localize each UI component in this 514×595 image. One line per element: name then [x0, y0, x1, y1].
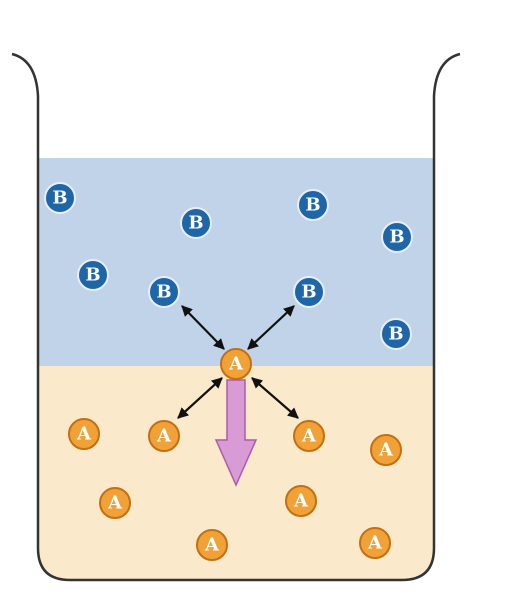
upper-liquid-layer	[38, 158, 434, 366]
particle-b: B	[297, 189, 329, 221]
interaction-arrow-lower-right	[251, 377, 299, 419]
particle-a: A	[68, 418, 100, 450]
particle-a: A	[99, 487, 131, 519]
particle-b-label: B	[52, 188, 67, 209]
particle-a: A	[359, 527, 391, 559]
particle-a-label: A	[378, 440, 394, 461]
particle-b: B	[44, 182, 76, 214]
particle-b: B	[77, 259, 109, 291]
particle-b-label: B	[156, 282, 171, 303]
beaker-outline	[11, 52, 461, 582]
particle-a-label: A	[107, 493, 123, 514]
particle-a-label: A	[156, 426, 172, 447]
particle-b: B	[380, 318, 412, 350]
particle-a-label: A	[204, 535, 220, 556]
particle-b-label: B	[85, 265, 100, 286]
central-particle-a: A	[220, 348, 252, 380]
interaction-arrow-upper-right	[247, 305, 295, 350]
particle-b-label: B	[305, 195, 320, 216]
particle-b-label: B	[188, 213, 203, 234]
particle-a-label: A	[293, 491, 309, 512]
particle-a: A	[293, 420, 325, 452]
particle-b-label: B	[389, 227, 404, 248]
particle-b-label: B	[301, 282, 316, 303]
particle-a: A	[370, 434, 402, 466]
particle-b: B	[148, 276, 180, 308]
particle-a: A	[148, 420, 180, 452]
particle-a-label: A	[301, 426, 317, 447]
interaction-arrow-lower-left	[177, 377, 223, 419]
settling-arrow	[214, 379, 258, 487]
interaction-arrows	[177, 305, 299, 419]
particles-a: A A A A A A A A A	[68, 348, 402, 561]
particle-a-label: A	[76, 424, 92, 445]
central-particle-label: A	[228, 354, 244, 375]
particle-b-label: B	[388, 324, 403, 345]
particle-b: B	[293, 276, 325, 308]
particles-b: B B B B B B B B	[44, 182, 413, 350]
particle-b: B	[180, 207, 212, 239]
particle-a: A	[196, 529, 228, 561]
particle-a: A	[285, 485, 317, 517]
interaction-arrow-upper-left	[181, 305, 225, 350]
particle-b: B	[381, 221, 413, 253]
particle-a-label: A	[367, 533, 383, 554]
